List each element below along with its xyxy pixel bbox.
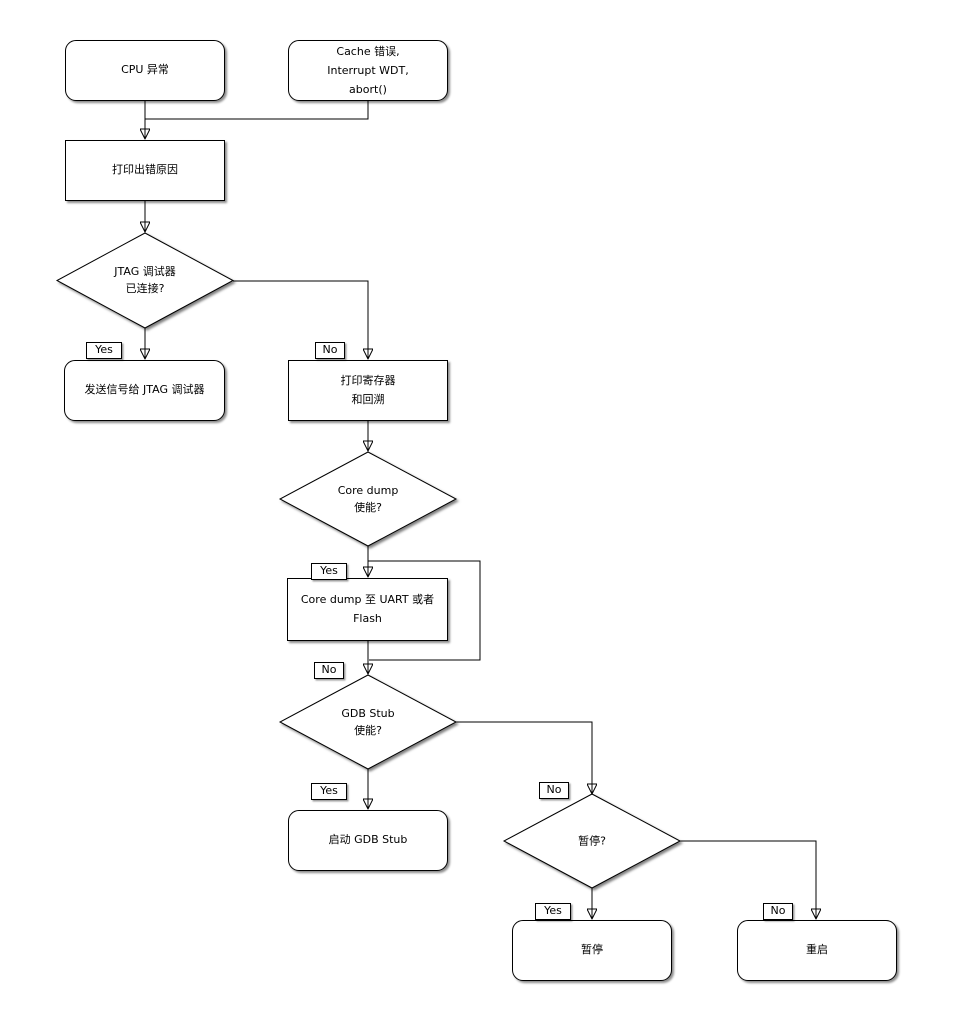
edge-coredump-no-bypass [368,560,481,661]
edge-label-jtag-no: No [315,342,345,359]
edge-label-coredump-yes: Yes [311,563,347,580]
edge-cache-merge [145,101,369,120]
node-reboot: 重启 [737,920,897,981]
node-core-dump-uart-flash: Core dump 至 UART 或者 Flash [287,578,448,641]
node-cpu-exception: CPU 异常 [65,40,225,101]
halt-question-diamond [502,793,682,889]
node-start-gdb-stub: 启动 GDB Stub [288,810,448,871]
flow-connectors [145,101,816,918]
edge-label-halt-yes: Yes [535,903,571,920]
jtag-connected-diamond [55,232,235,329]
edge-label-gdb-no: No [539,782,569,799]
edge-label-coredump-no: No [314,662,344,679]
gdb-stub-enabled-diamond [278,674,458,770]
core-dump-enabled-diamond [278,451,458,547]
decision-shapes [55,232,682,889]
edge-halt-no [680,840,816,918]
node-halt: 暂停 [512,920,672,981]
edge-gdb-no [456,721,592,793]
node-print-error-cause: 打印出错原因 [65,140,225,201]
node-cache-error: Cache 错误, Interrupt WDT, abort() [288,40,448,101]
edge-label-gdb-yes: Yes [311,783,347,800]
node-send-signal-jtag: 发送信号给 JTAG 调试器 [64,360,225,421]
edge-label-jtag-yes: Yes [86,342,122,359]
node-print-registers: 打印寄存器 和回溯 [288,360,448,421]
edge-label-halt-no: No [763,903,793,920]
edge-jtag-no [233,280,368,358]
